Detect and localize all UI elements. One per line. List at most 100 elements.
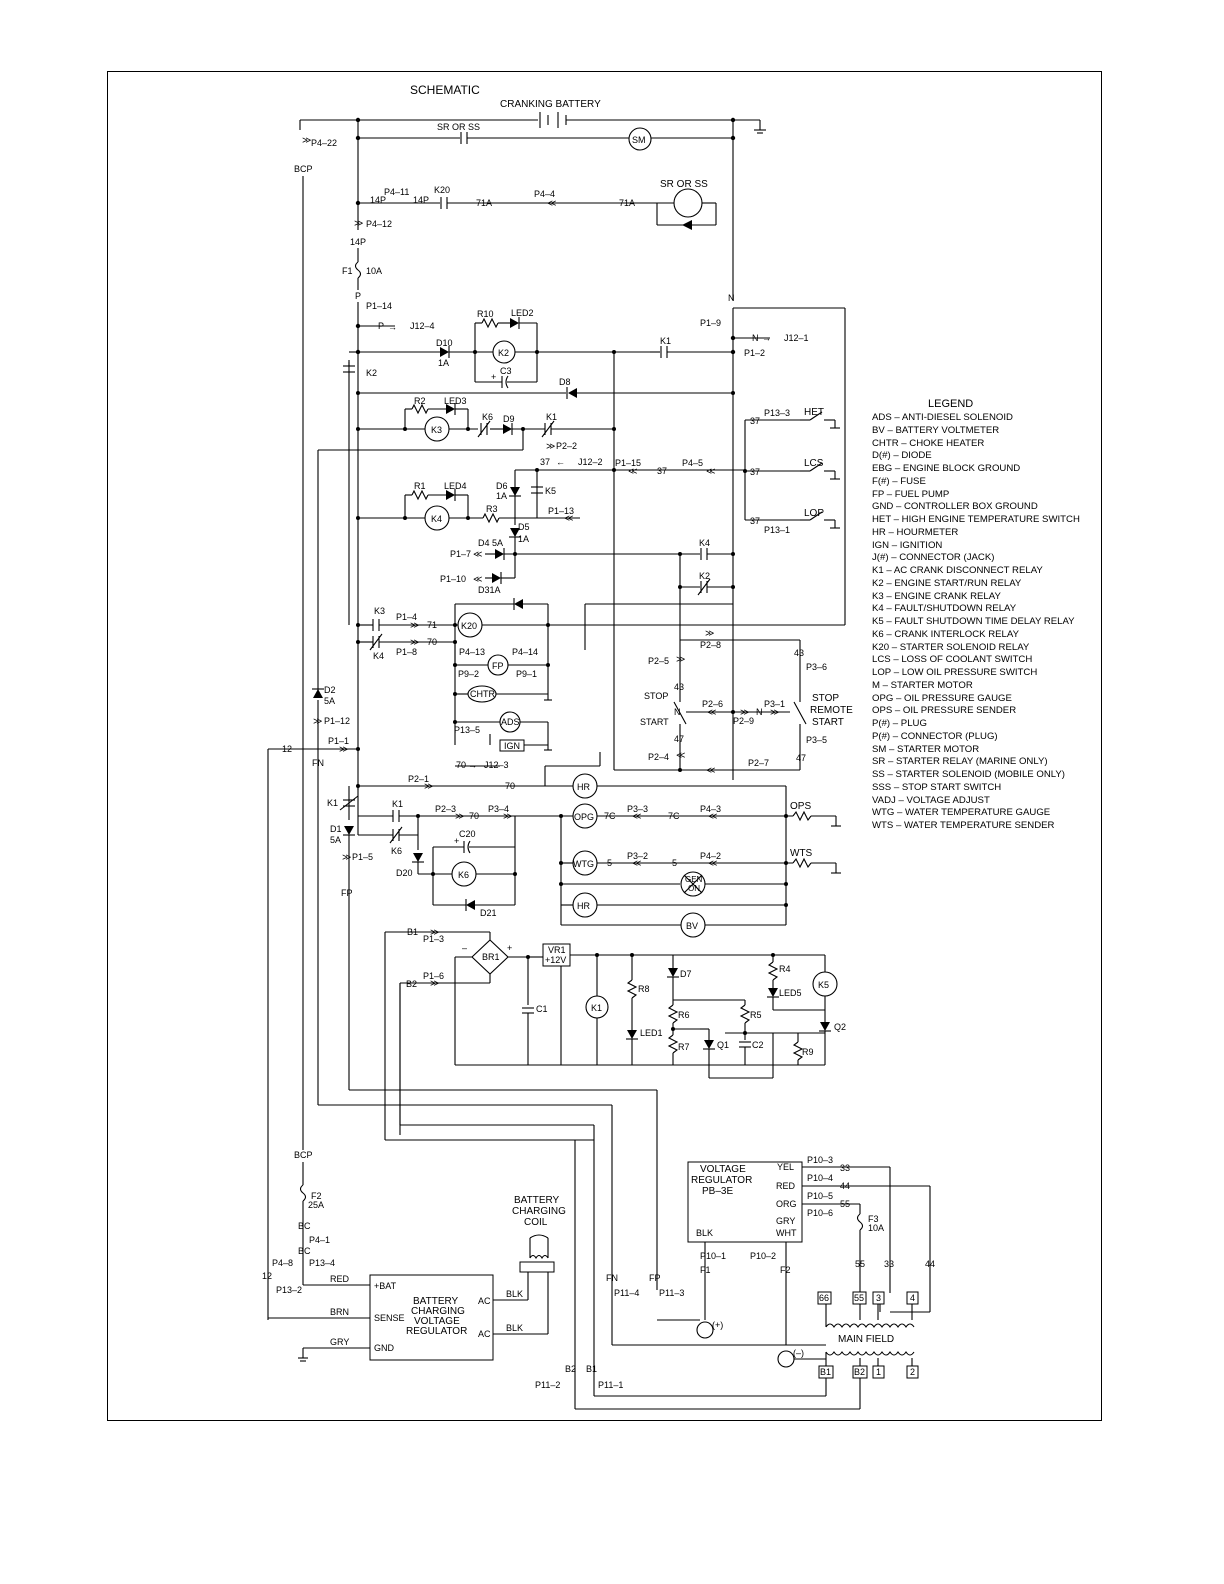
svg-text:K6: K6	[391, 846, 402, 856]
svg-text:P13–1: P13–1	[764, 525, 790, 535]
svg-text:+: +	[454, 836, 459, 846]
het-label: HET	[804, 407, 824, 418]
svg-text:≪: ≪	[708, 858, 717, 868]
svg-text:D8: D8	[559, 377, 571, 387]
svg-text:BR1: BR1	[482, 952, 500, 962]
svg-text:R4: R4	[779, 964, 791, 974]
svg-text:F2: F2	[311, 1191, 322, 1201]
svg-text:+12V: +12V	[545, 955, 566, 965]
bcp-label: BCP	[294, 164, 313, 174]
svg-text:≫: ≫	[430, 978, 439, 988]
left-feed: D2 5A P1–12 ≫ 12 P1–1 ≫ FN	[267, 685, 360, 1320]
legend-item: BV – BATTERY VOLTMETER	[872, 424, 1000, 436]
water-temp-sender	[792, 857, 812, 869]
q2-transistor	[820, 1022, 830, 1031]
svg-text:P4–22: P4–22	[311, 138, 337, 148]
svg-text:F3: F3	[868, 1214, 879, 1224]
svg-text:ADS: ADS	[501, 717, 520, 727]
voltage-regulator-section: VOLTAGE REGULATOR PB–3E YEL RED ORG GRY …	[535, 1155, 935, 1410]
svg-text:GEN: GEN	[685, 875, 703, 884]
svg-text:5: 5	[672, 858, 677, 868]
svg-text:D7: D7	[680, 969, 692, 979]
svg-text:K4: K4	[373, 651, 384, 661]
svg-text:K5: K5	[545, 486, 556, 496]
svg-text:K2: K2	[498, 348, 509, 358]
svg-text:RED: RED	[330, 1274, 350, 1284]
legend-item: HR – HOURMETER	[872, 526, 959, 538]
d8-diode	[568, 388, 577, 398]
svg-text:D4 5A: D4 5A	[478, 538, 503, 548]
svg-text:IGN: IGN	[504, 741, 520, 751]
svg-text:P10–2: P10–2	[750, 1251, 776, 1261]
page-border	[107, 71, 1102, 1421]
svg-text:D9: D9	[503, 414, 515, 424]
svg-text:P4–4: P4–4	[534, 189, 555, 199]
wtg-section: WTG 5 P3–2 ≪ 5 P4–2 ≪ WTS GEN ON HR BV	[559, 848, 841, 938]
svg-text:D31A: D31A	[478, 585, 501, 595]
svg-text:P4–3: P4–3	[700, 804, 721, 814]
svg-text:CHARGING: CHARGING	[512, 1206, 566, 1217]
fuel-pump-row: K4 P1–8 ≫ 70 P4–13 P4–14 FP P9–2 P9–1 CH…	[356, 633, 552, 752]
svg-text:D6: D6	[496, 481, 508, 491]
svg-text:P4–12: P4–12	[366, 219, 392, 229]
svg-text:FP: FP	[341, 888, 353, 898]
svg-text:P1–15: P1–15	[615, 458, 641, 468]
stop-start-switch	[673, 701, 687, 725]
svg-text:P2–3: P2–3	[435, 804, 456, 814]
lcs-switch	[809, 462, 823, 472]
q1-transistor	[704, 1040, 714, 1049]
svg-text:P1–3: P1–3	[423, 934, 444, 944]
d5-diode	[510, 528, 520, 537]
cranking-battery-section: CRANKING BATTERY SR OR SS SM P4–22 ≫ BCP	[294, 99, 766, 1150]
svg-text:BV: BV	[686, 921, 698, 931]
svg-text:43: 43	[794, 648, 804, 658]
legend-item: OPG – OIL PRESSURE GAUGE	[872, 692, 1012, 704]
svg-text:≪: ≪	[547, 198, 556, 208]
cranking-battery-label: CRANKING BATTERY	[500, 99, 601, 110]
svg-text:AC: AC	[478, 1329, 491, 1339]
svg-text:K3: K3	[374, 606, 385, 616]
svg-text:66: 66	[819, 1293, 829, 1303]
svg-text:P1–5: P1–5	[352, 852, 373, 862]
svg-text:P4–13: P4–13	[459, 647, 485, 657]
svg-text:47: 47	[796, 753, 806, 763]
svg-text:B2: B2	[854, 1367, 865, 1377]
svg-text:REMOTE: REMOTE	[810, 705, 853, 716]
svg-text:12: 12	[282, 744, 292, 754]
svg-text:LED1: LED1	[640, 1028, 663, 1038]
svg-text:+: +	[491, 372, 496, 382]
k20-starter-row: P4–11 14P 14P K20 71A P4–4 ≪ 71A SR OR S…	[350, 179, 717, 247]
svg-text:≪: ≪	[632, 858, 641, 868]
svg-text:P: P	[378, 321, 384, 331]
legend-item: K5 – FAULT SHUTDOWN TIME DELAY RELAY	[872, 616, 1075, 627]
svg-text:SM: SM	[632, 135, 646, 145]
svg-text:J12–2: J12–2	[578, 457, 603, 467]
legend-item: IGN – IGNITION	[872, 539, 943, 551]
svg-text:≪: ≪	[632, 811, 641, 821]
brush-negative	[777, 1350, 795, 1368]
svg-text:4: 4	[910, 1293, 915, 1303]
svg-text:P13–3: P13–3	[764, 408, 790, 418]
svg-text:1A: 1A	[438, 358, 449, 368]
svg-text:P2–6: P2–6	[702, 699, 723, 709]
svg-text:70: 70	[505, 781, 515, 791]
svg-text:K1: K1	[327, 798, 338, 808]
svg-text:37: 37	[750, 467, 760, 477]
svg-text:≪: ≪	[473, 549, 482, 559]
svg-text:N: N	[674, 707, 681, 717]
svg-text:10A: 10A	[366, 266, 382, 276]
svg-text:44: 44	[925, 1259, 935, 1269]
legend-item: K3 – ENGINE CRANK RELAY	[872, 590, 1001, 602]
svg-text:P4–5: P4–5	[682, 458, 703, 468]
svg-text:BATTERY: BATTERY	[514, 1195, 560, 1206]
svg-text:5A: 5A	[330, 835, 341, 845]
svg-text:P4–11: P4–11	[384, 187, 409, 197]
svg-text:≪: ≪	[706, 466, 715, 476]
svg-text:7C: 7C	[604, 811, 616, 821]
svg-text:P3–2: P3–2	[627, 851, 648, 861]
svg-text:R10: R10	[477, 309, 494, 319]
svg-text:GRY: GRY	[330, 1337, 349, 1347]
legend-item: M – STARTER MOTOR	[872, 679, 973, 691]
svg-text:D1: D1	[330, 824, 342, 834]
svg-text:D20: D20	[396, 868, 413, 878]
